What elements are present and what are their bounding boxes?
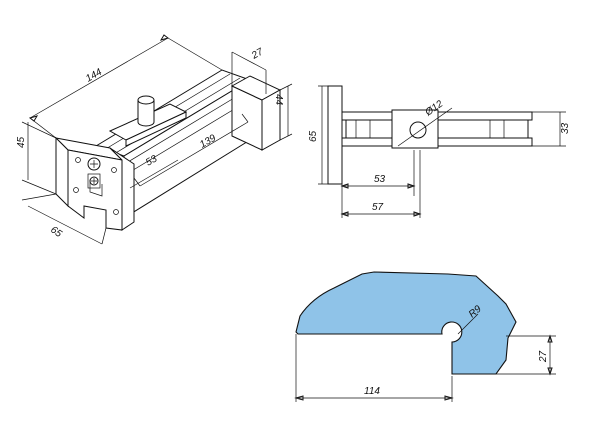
dim-depth: 27: [249, 46, 265, 62]
dim-slot-short: 53: [144, 153, 160, 168]
dim-overall: 57: [372, 202, 384, 213]
dim-glass-height: 27: [538, 350, 549, 363]
dim-height: 45: [16, 136, 27, 148]
dim-inner: 53: [374, 174, 386, 185]
dim-right-height: 44: [273, 94, 284, 106]
isometric-view: 144 27 44 45 139 53 65: [16, 34, 293, 245]
dim-width: 33: [560, 122, 571, 134]
dim-length: 144: [84, 67, 104, 85]
dim-glass-length: 114: [364, 386, 380, 397]
top-view: Ø12 65 33 53 57: [308, 85, 571, 218]
glass-cutout-view: R9 114 27: [294, 271, 556, 402]
dim-plate: 65: [48, 224, 64, 240]
glass-panel: [295, 271, 517, 375]
dim-top-height: 65: [308, 130, 319, 142]
